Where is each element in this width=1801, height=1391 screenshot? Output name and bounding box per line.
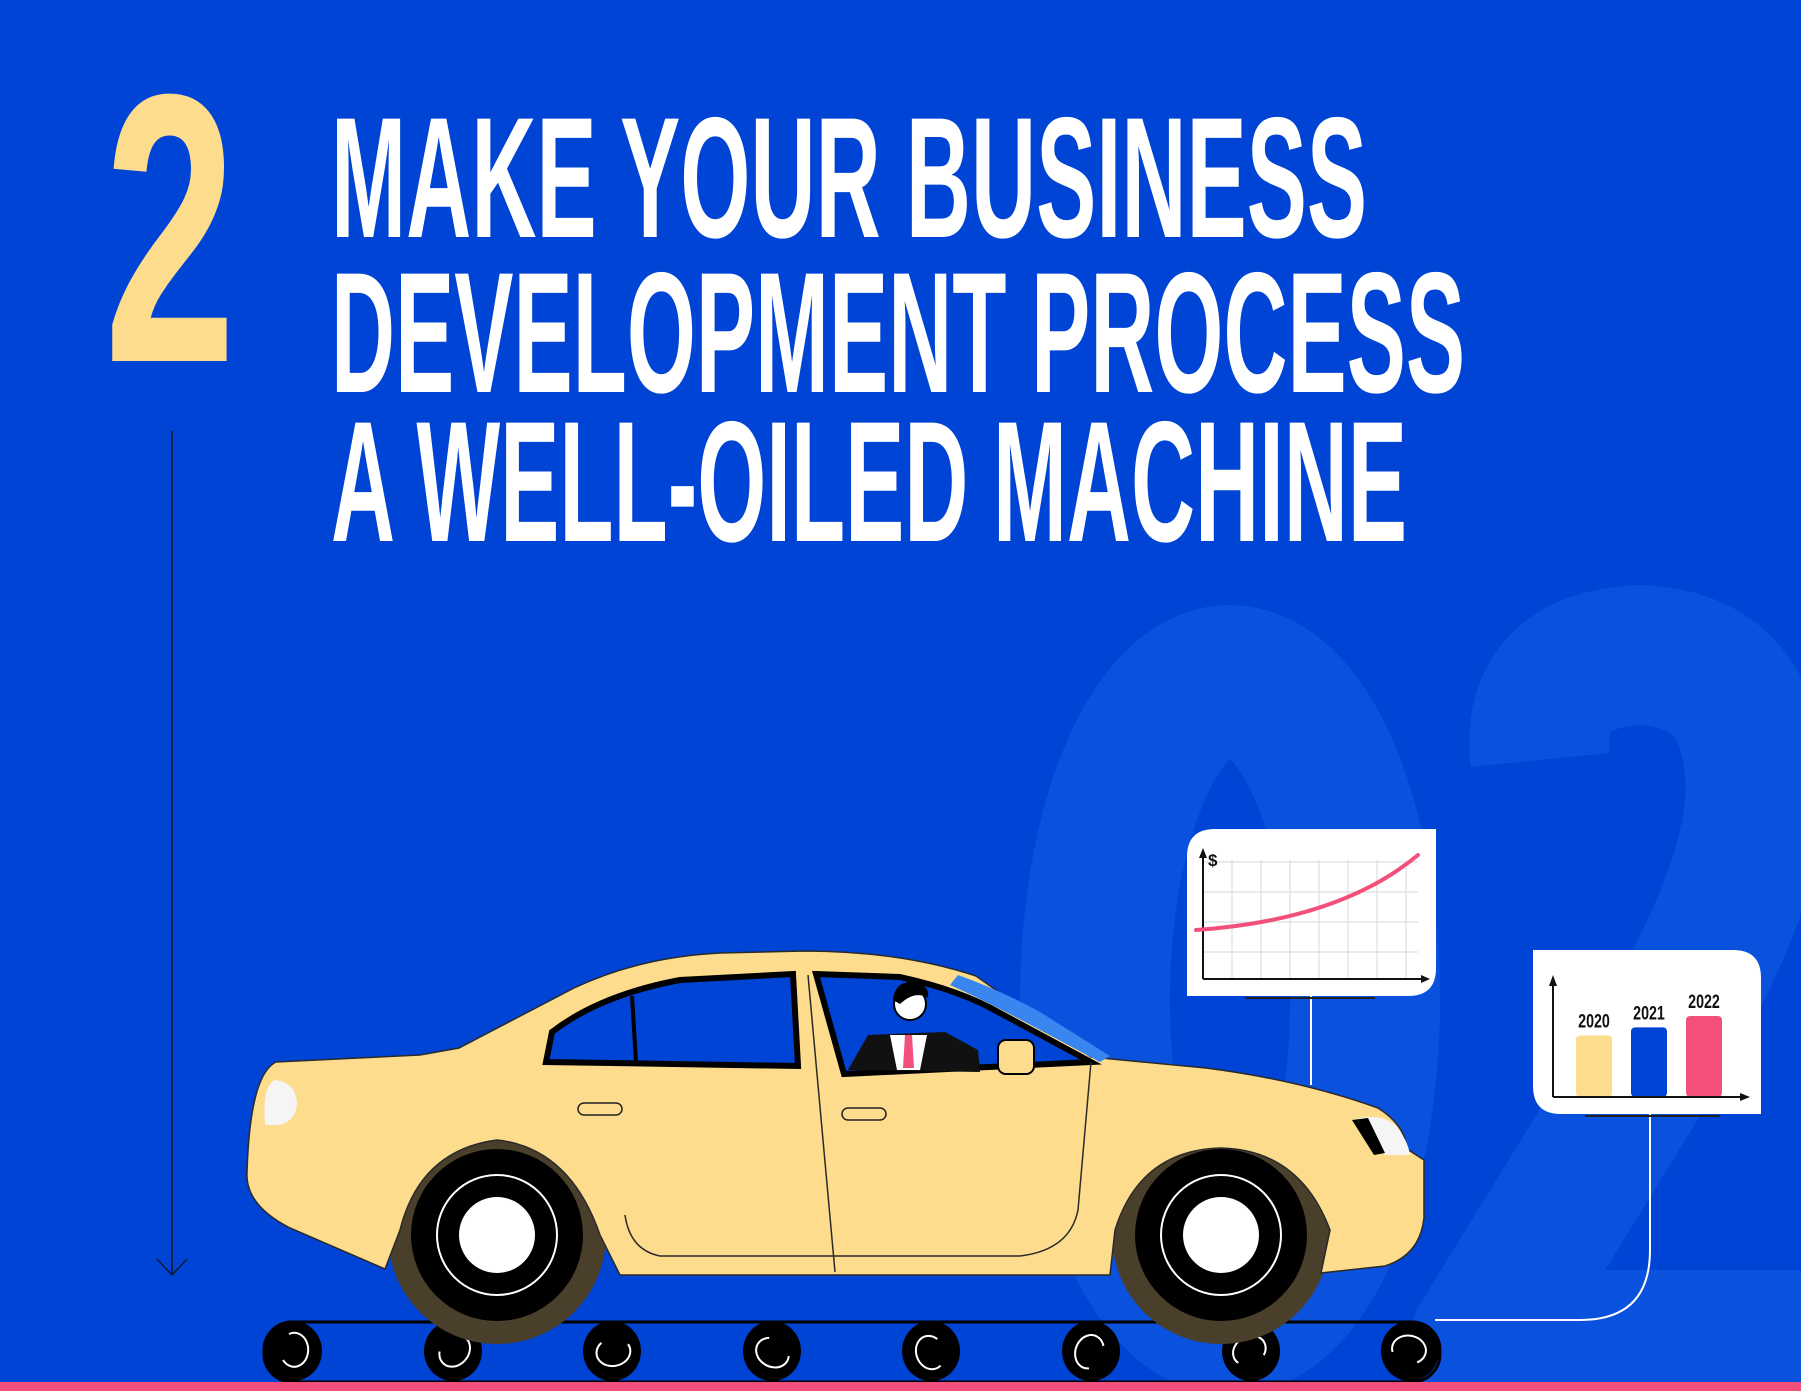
connector-lines <box>1310 996 1651 1321</box>
driver <box>848 981 1035 1075</box>
conveyor-roller <box>902 1321 960 1381</box>
conveyor-roller <box>1062 1321 1120 1381</box>
bar-2021 <box>1631 1027 1667 1097</box>
conveyor-roller <box>1381 1321 1439 1381</box>
car-wheel <box>411 1149 583 1321</box>
conveyor-roller <box>743 1321 801 1381</box>
car-wheel <box>1135 1149 1307 1321</box>
car <box>246 950 1425 1344</box>
step-number: 2 <box>104 15 237 443</box>
conveyor-roller <box>264 1321 322 1381</box>
line-chart-card: $ <box>1187 829 1436 999</box>
revenue-trend-line <box>1194 853 1420 932</box>
bar-label-2022: 2022 <box>1688 991 1720 1012</box>
dollar-axis-label: $ <box>1208 851 1218 870</box>
title-line-3: A WELL-OILED MACHINE <box>331 386 1408 578</box>
bar-label-2021: 2021 <box>1633 1002 1665 1023</box>
title-line-2: DEVELOPMENT PROCESS <box>331 237 1466 429</box>
down-arrow-icon <box>156 431 188 1277</box>
bottom-accent-stripe <box>0 1382 1801 1391</box>
bar-2022 <box>1686 1016 1722 1097</box>
bar-chart-card: 2020 2021 2022 <box>1533 950 1761 1117</box>
title-line-1: MAKE YOUR BUSINESS <box>331 82 1368 274</box>
bar-label-2020: 2020 <box>1578 1010 1610 1031</box>
bar-2020 <box>1576 1035 1612 1097</box>
conveyor-roller <box>583 1321 641 1381</box>
